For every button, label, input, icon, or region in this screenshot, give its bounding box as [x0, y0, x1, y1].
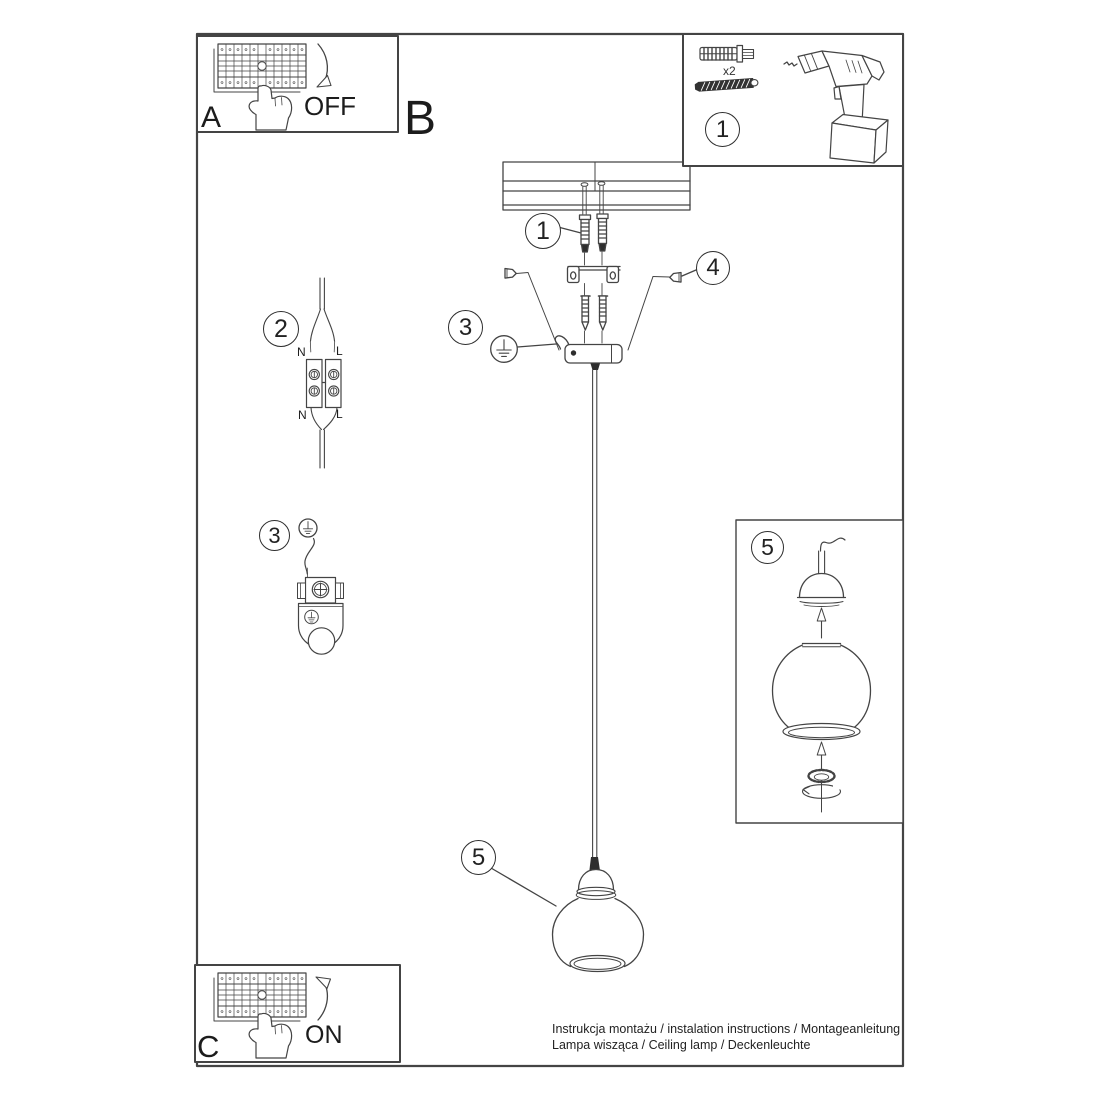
callout-ground-main: 3: [448, 310, 483, 345]
callout-ground-item: 3: [259, 520, 290, 551]
wire-l-top-label: L: [336, 344, 343, 358]
step-c-on-label: ON: [305, 1021, 343, 1049]
ground-symbol-icon: [490, 335, 518, 363]
drill-icon: [783, 50, 889, 164]
callout-parts: 1: [705, 112, 740, 147]
wire-l-bottom-label: L: [336, 407, 343, 421]
terminal-block-icon: [305, 277, 342, 469]
screw-part-icon: [694, 78, 759, 92]
callout-anchors: 1: [525, 213, 561, 249]
step-c-label: C: [197, 1029, 220, 1064]
wall-plug-part-icon: [699, 44, 755, 63]
ceiling-panel: [502, 161, 691, 211]
shade-assembly: [771, 537, 872, 813]
anchor-screw-heads: [580, 181, 606, 215]
mounting-bracket: [566, 265, 621, 284]
bracket-screws: [580, 295, 609, 331]
step-b-label: B: [404, 92, 437, 145]
quantity-label: x2: [723, 64, 736, 78]
step-a-label: A: [201, 101, 222, 134]
pendant-cable: [592, 369, 598, 859]
side-screw-icon: [504, 267, 682, 283]
arrow-down-icon: [316, 43, 332, 88]
step-a-off-label: OFF: [304, 91, 356, 121]
wire-n-bottom-label: N: [298, 408, 307, 422]
canopy: [554, 335, 623, 370]
callout-screws: 4: [696, 251, 730, 285]
leader-screws: [681, 269, 697, 277]
footer-text: Instrukcja montażu / instalation instruc…: [552, 1021, 900, 1053]
lamp-shade: [551, 857, 645, 973]
callout-shade-lamp: 5: [461, 840, 496, 875]
leader-anchors: [557, 226, 582, 234]
callout-wiring: 2: [263, 311, 299, 347]
footer-line-1: Instrukcja montażu / instalation instruc…: [552, 1022, 901, 1036]
leader-ground: [516, 343, 557, 348]
leader-shade: [490, 867, 557, 907]
wall-plug-icon: [578, 213, 609, 253]
footer-line-2: Lampa wisząca / Ceiling lamp / Deckenleu…: [552, 1038, 811, 1052]
ground-terminal-icon: [297, 518, 344, 655]
breaker-panel-icon: [213, 43, 307, 93]
wire-n-top-label: N: [297, 345, 306, 359]
arrow-up-icon: [315, 976, 332, 1021]
callout-shade-box: 5: [751, 531, 784, 564]
